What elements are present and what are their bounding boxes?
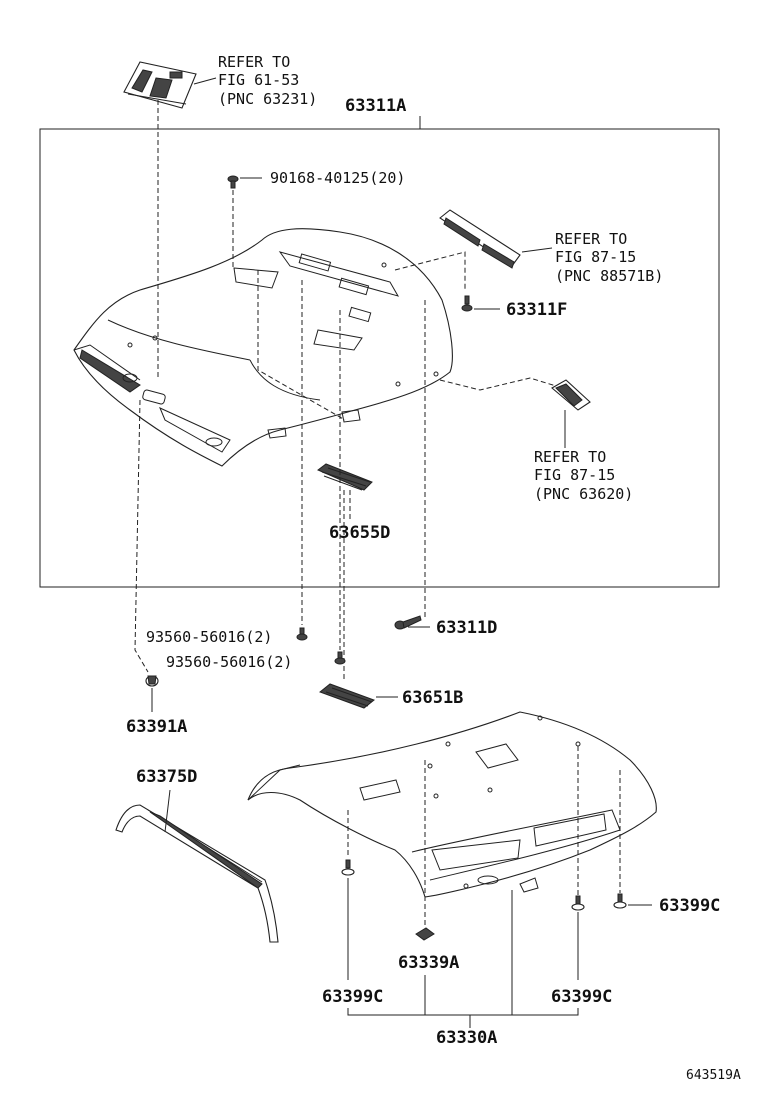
label-63651B: 63651B [402,688,463,708]
leader-63375D [164,789,171,833]
label-63330A: 63330A [436,1028,497,1048]
label-63375D: 63375D [136,767,197,787]
screw-93560-a-icon [296,627,308,641]
label-63399C-mid: 63399C [551,987,612,1007]
label-63391A: 63391A [126,717,187,737]
headliner-63330A [247,711,657,898]
pad-63655D [317,463,373,491]
clip-63311D-icon [394,615,422,630]
ref-61-53-line1: REFER TO [218,53,290,71]
label-63311D: 63311D [436,618,497,638]
ref-part-63231 [123,61,197,109]
figure-id: 643519A [686,1068,741,1083]
leader-ref-61-53 [193,77,217,85]
ref-61-53-line3: (PNC 63231) [218,90,317,108]
screw-90168-icon [227,175,239,189]
strip-63375D [115,804,279,943]
assembly-frame [39,128,720,588]
dash-88571B [394,251,466,290]
label-63311F: 63311F [506,300,567,320]
ref-part-63620 [551,379,591,411]
label-63399C-right: 63399C [659,896,720,916]
bracket-63330A [347,1008,579,1016]
ref-87-15-b-line1: REFER TO [534,448,606,466]
headliner-63311A [73,228,453,467]
pad-63651B [318,683,376,709]
ref-87-15-b-line2: FIG 87-15 [534,466,615,484]
label-63339A: 63339A [398,953,459,973]
label-63655D: 63655D [329,523,390,543]
label-93560-b: 93560-56016(2) [166,653,292,671]
clip-63399C-right-icon [613,893,627,909]
label-93560-a: 93560-56016(2) [146,628,272,646]
leader-88571B [521,247,553,253]
clip-63339A-icon [415,927,435,941]
label-90168: 90168-40125(20) [270,169,405,187]
label-63399C-left: 63399C [322,987,383,1007]
ref-61-53-line2: FIG 61-53 [218,71,299,89]
ref-87-15-a-line3: (PNC 88571B) [555,267,663,285]
dash-63391A [134,399,149,673]
clip-63311F-icon [461,295,473,312]
dash-63620 [439,377,557,391]
clip-63399C-left-icon [341,859,355,876]
screw-93560-b-icon [334,651,346,665]
ref-part-88571B [439,209,521,269]
ref-87-15-b-line3: (PNC 63620) [534,485,633,503]
clip-63399C-mid-icon [571,895,585,911]
label-63311A: 63311A [345,96,406,116]
dash-inner [257,270,346,421]
clip-63391A-icon [145,675,159,687]
ref-87-15-a-line2: FIG 87-15 [555,248,636,266]
ref-87-15-a-line1: REFER TO [555,230,627,248]
